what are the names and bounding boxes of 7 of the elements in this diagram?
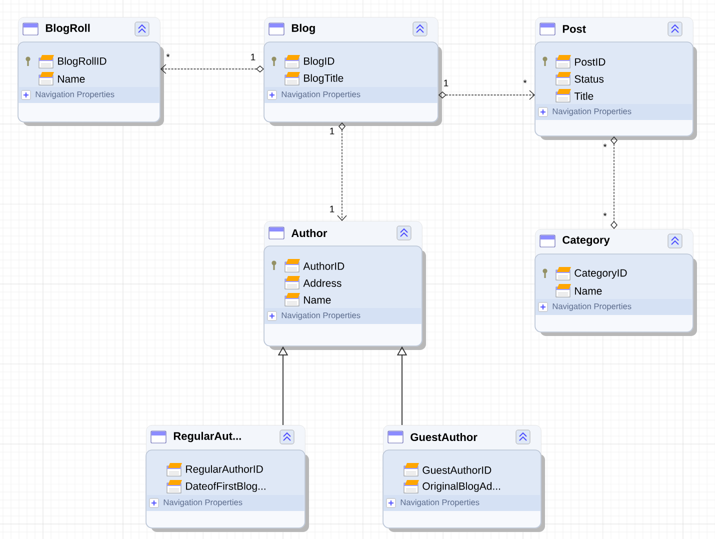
connector — [160, 64, 264, 74]
multiplicity-label: 1 — [444, 80, 448, 86]
multiplicity-label: * — [603, 144, 607, 148]
multiplicity-label: 1 — [251, 54, 256, 60]
multiplicity-label: 1 — [330, 128, 334, 134]
multiplicity-label: * — [603, 212, 607, 216]
multiplicity-label: 1 — [330, 206, 334, 212]
